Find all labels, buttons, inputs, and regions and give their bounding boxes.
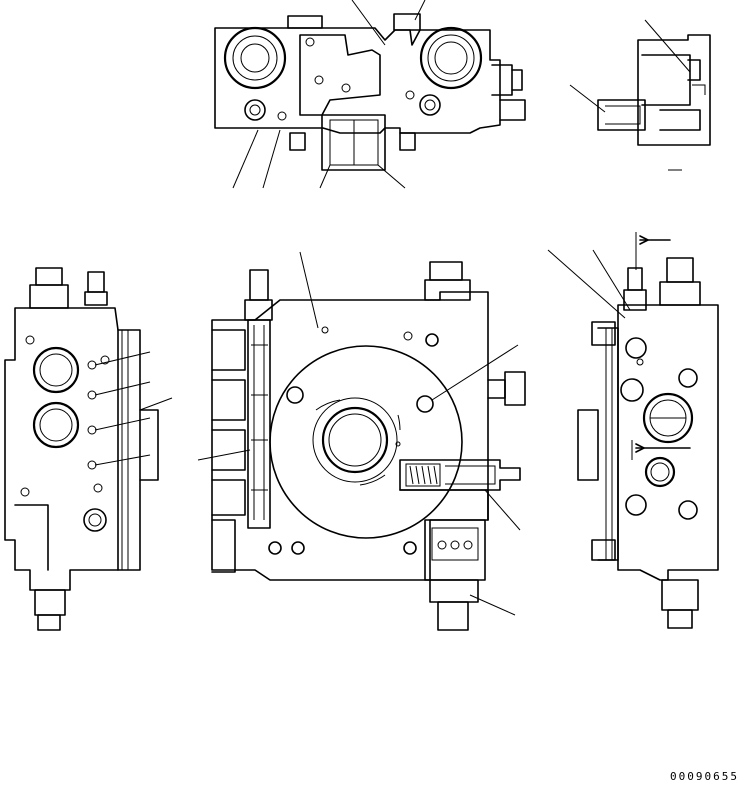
right-side-view — [547, 232, 719, 629]
top-view — [214, 0, 526, 189]
drawing-code: 00090655 — [670, 770, 739, 783]
section-detail-view — [569, 19, 711, 171]
left-side-view — [4, 267, 173, 631]
front-view — [197, 251, 526, 631]
